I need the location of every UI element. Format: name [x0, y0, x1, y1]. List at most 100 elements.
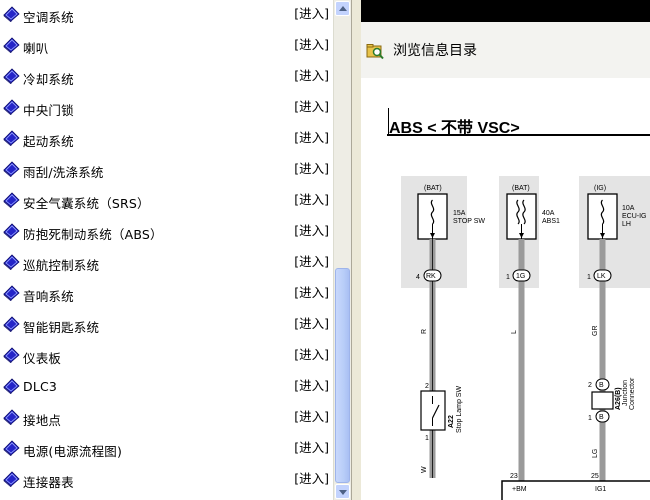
list-item[interactable]: 喇叭 [进入]	[0, 30, 333, 61]
book-bullet-icon	[3, 409, 20, 426]
list-item-label[interactable]: DLC3	[23, 379, 58, 394]
list-item-label[interactable]: 中央门锁	[23, 103, 74, 118]
wire-3-color: GR	[592, 326, 599, 337]
browse-header: 浏览信息目录	[361, 22, 650, 78]
list-item[interactable]: 中央门锁 [进入]	[0, 92, 333, 123]
fuse-3-name: ECU-IG	[622, 213, 647, 220]
document-viewer-pane: 浏览信息目录 ABS < 不带 VSC> (BAT) (BAT) (IG)	[361, 0, 650, 500]
viewer-top-bar	[361, 0, 650, 22]
list-item-label[interactable]: 音响系统	[23, 289, 74, 304]
svg-text:B: B	[599, 414, 604, 421]
list-item[interactable]: 音响系统 [进入]	[0, 278, 333, 309]
list-item-label[interactable]: 空调系统	[23, 10, 74, 25]
book-bullet-icon	[3, 192, 20, 209]
svg-text:+BM: +BM	[512, 486, 527, 493]
enter-link[interactable]: [进入]	[294, 347, 329, 362]
enter-link[interactable]: [进入]	[294, 440, 329, 455]
svg-text:LG: LG	[592, 449, 599, 458]
list-item[interactable]: 智能钥匙系统 [进入]	[0, 309, 333, 340]
fuse-2-rating: 40A	[542, 210, 555, 217]
list-item-label[interactable]: 雨刮/洗涤系统	[23, 165, 104, 180]
svg-text:23: 23	[510, 473, 518, 480]
list-item[interactable]: 雨刮/洗涤系统 [进入]	[0, 154, 333, 185]
list-item-label[interactable]: 喇叭	[23, 41, 49, 56]
svg-text:RK: RK	[426, 273, 436, 280]
svg-text:25: 25	[591, 473, 599, 480]
list-item-label[interactable]: 安全气囊系统（SRS）	[23, 196, 150, 211]
scroll-thumb[interactable]	[335, 268, 350, 483]
abs-ecu-block: 23 25 +BM IG1	[501, 473, 650, 500]
svg-text:1: 1	[587, 274, 591, 281]
enter-link[interactable]: [进入]	[294, 192, 329, 207]
list-item[interactable]: 冷却系统 [进入]	[0, 61, 333, 92]
enter-link[interactable]: [进入]	[294, 130, 329, 145]
browse-title: 浏览信息目录	[393, 43, 477, 59]
enter-link[interactable]: [进入]	[294, 99, 329, 114]
fuse-3	[587, 193, 618, 240]
fuse-2	[506, 193, 537, 240]
book-bullet-icon	[3, 6, 20, 23]
connector-2: 1G 1	[506, 269, 531, 282]
list-item[interactable]: DLC3 [进入]	[0, 371, 333, 402]
pane-splitter[interactable]	[351, 0, 361, 500]
enter-link[interactable]: [进入]	[294, 254, 329, 269]
list-item[interactable]: 接地点 [进入]	[0, 402, 333, 433]
book-bullet-icon	[3, 440, 20, 457]
svg-text:W: W	[421, 466, 428, 473]
title-left-rule	[388, 108, 389, 134]
list-item-label[interactable]: 巡航控制系统	[23, 258, 100, 273]
connector-3: LK 1	[587, 269, 612, 282]
svg-text:LK: LK	[597, 273, 606, 280]
enter-link[interactable]: [进入]	[294, 223, 329, 238]
scroll-down-arrow-icon[interactable]	[335, 484, 350, 499]
svg-text:4: 4	[416, 274, 420, 281]
list-item[interactable]: 防抱死制动系统（ABS） [进入]	[0, 216, 333, 247]
diagram-title: ABS < 不带 VSC>	[389, 120, 520, 137]
enter-link[interactable]: [进入]	[294, 409, 329, 424]
enter-link[interactable]: [进入]	[294, 471, 329, 486]
list-item-label[interactable]: 接地点	[23, 413, 62, 428]
fuse-2-name: ABS1	[542, 218, 560, 225]
book-bullet-icon	[3, 130, 20, 147]
wire-2-color: L	[511, 330, 518, 334]
book-bullet-icon	[3, 254, 20, 271]
book-bullet-icon	[3, 347, 20, 364]
list-item-label[interactable]: 智能钥匙系统	[23, 320, 100, 335]
wiring-diagram: (BAT) (BAT) (IG)	[401, 176, 650, 500]
fuse-1	[417, 193, 448, 240]
list-item[interactable]: 巡航控制系统 [进入]	[0, 247, 333, 278]
book-bullet-icon	[3, 285, 20, 302]
list-item-label[interactable]: 起动系统	[23, 134, 74, 149]
list-item[interactable]: 连接器表 [进入]	[0, 464, 333, 495]
list-item-label[interactable]: 仪表板	[23, 351, 62, 366]
enter-link[interactable]: [进入]	[294, 285, 329, 300]
list-item[interactable]: 起动系统 [进入]	[0, 123, 333, 154]
enter-link[interactable]: [进入]	[294, 316, 329, 331]
list-item[interactable]: 仪表板 [进入]	[0, 340, 333, 371]
list-item[interactable]: 电源(电源流程图) [进入]	[0, 433, 333, 464]
list-item-label[interactable]: 防抱死制动系统（ABS）	[23, 227, 163, 242]
enter-link[interactable]: [进入]	[294, 161, 329, 176]
book-bullet-icon	[3, 471, 20, 488]
list-item-label[interactable]: 电源(电源流程图)	[23, 444, 123, 459]
browse-folder-icon[interactable]	[366, 42, 384, 60]
enter-link[interactable]: [进入]	[294, 378, 329, 393]
enter-link[interactable]: [进入]	[294, 68, 329, 83]
fuse-3-rating: 10A	[622, 205, 635, 212]
fuse-1-name: STOP SW	[453, 218, 485, 225]
list-item-label[interactable]: 连接器表	[23, 475, 74, 490]
enter-link[interactable]: [进入]	[294, 6, 329, 21]
list-item-label[interactable]: 冷却系统	[23, 72, 74, 87]
fuse-1-source: (BAT)	[424, 185, 442, 192]
list-item[interactable]: 空调系统 [进入]	[0, 0, 333, 30]
book-bullet-icon	[3, 37, 20, 54]
book-bullet-icon	[3, 378, 20, 395]
scroll-up-arrow-icon[interactable]	[335, 1, 350, 16]
fuse-1-rating: 15A	[453, 210, 466, 217]
fuse-3-source: (IG)	[594, 185, 606, 192]
wiring-diagram-page: ABS < 不带 VSC> (BAT) (BAT) (IG)	[361, 78, 650, 500]
vertical-scrollbar[interactable]	[333, 0, 351, 500]
list-item[interactable]: 安全气囊系统（SRS） [进入]	[0, 185, 333, 216]
svg-text:Junction: Junction	[622, 380, 629, 406]
enter-link[interactable]: [进入]	[294, 37, 329, 52]
